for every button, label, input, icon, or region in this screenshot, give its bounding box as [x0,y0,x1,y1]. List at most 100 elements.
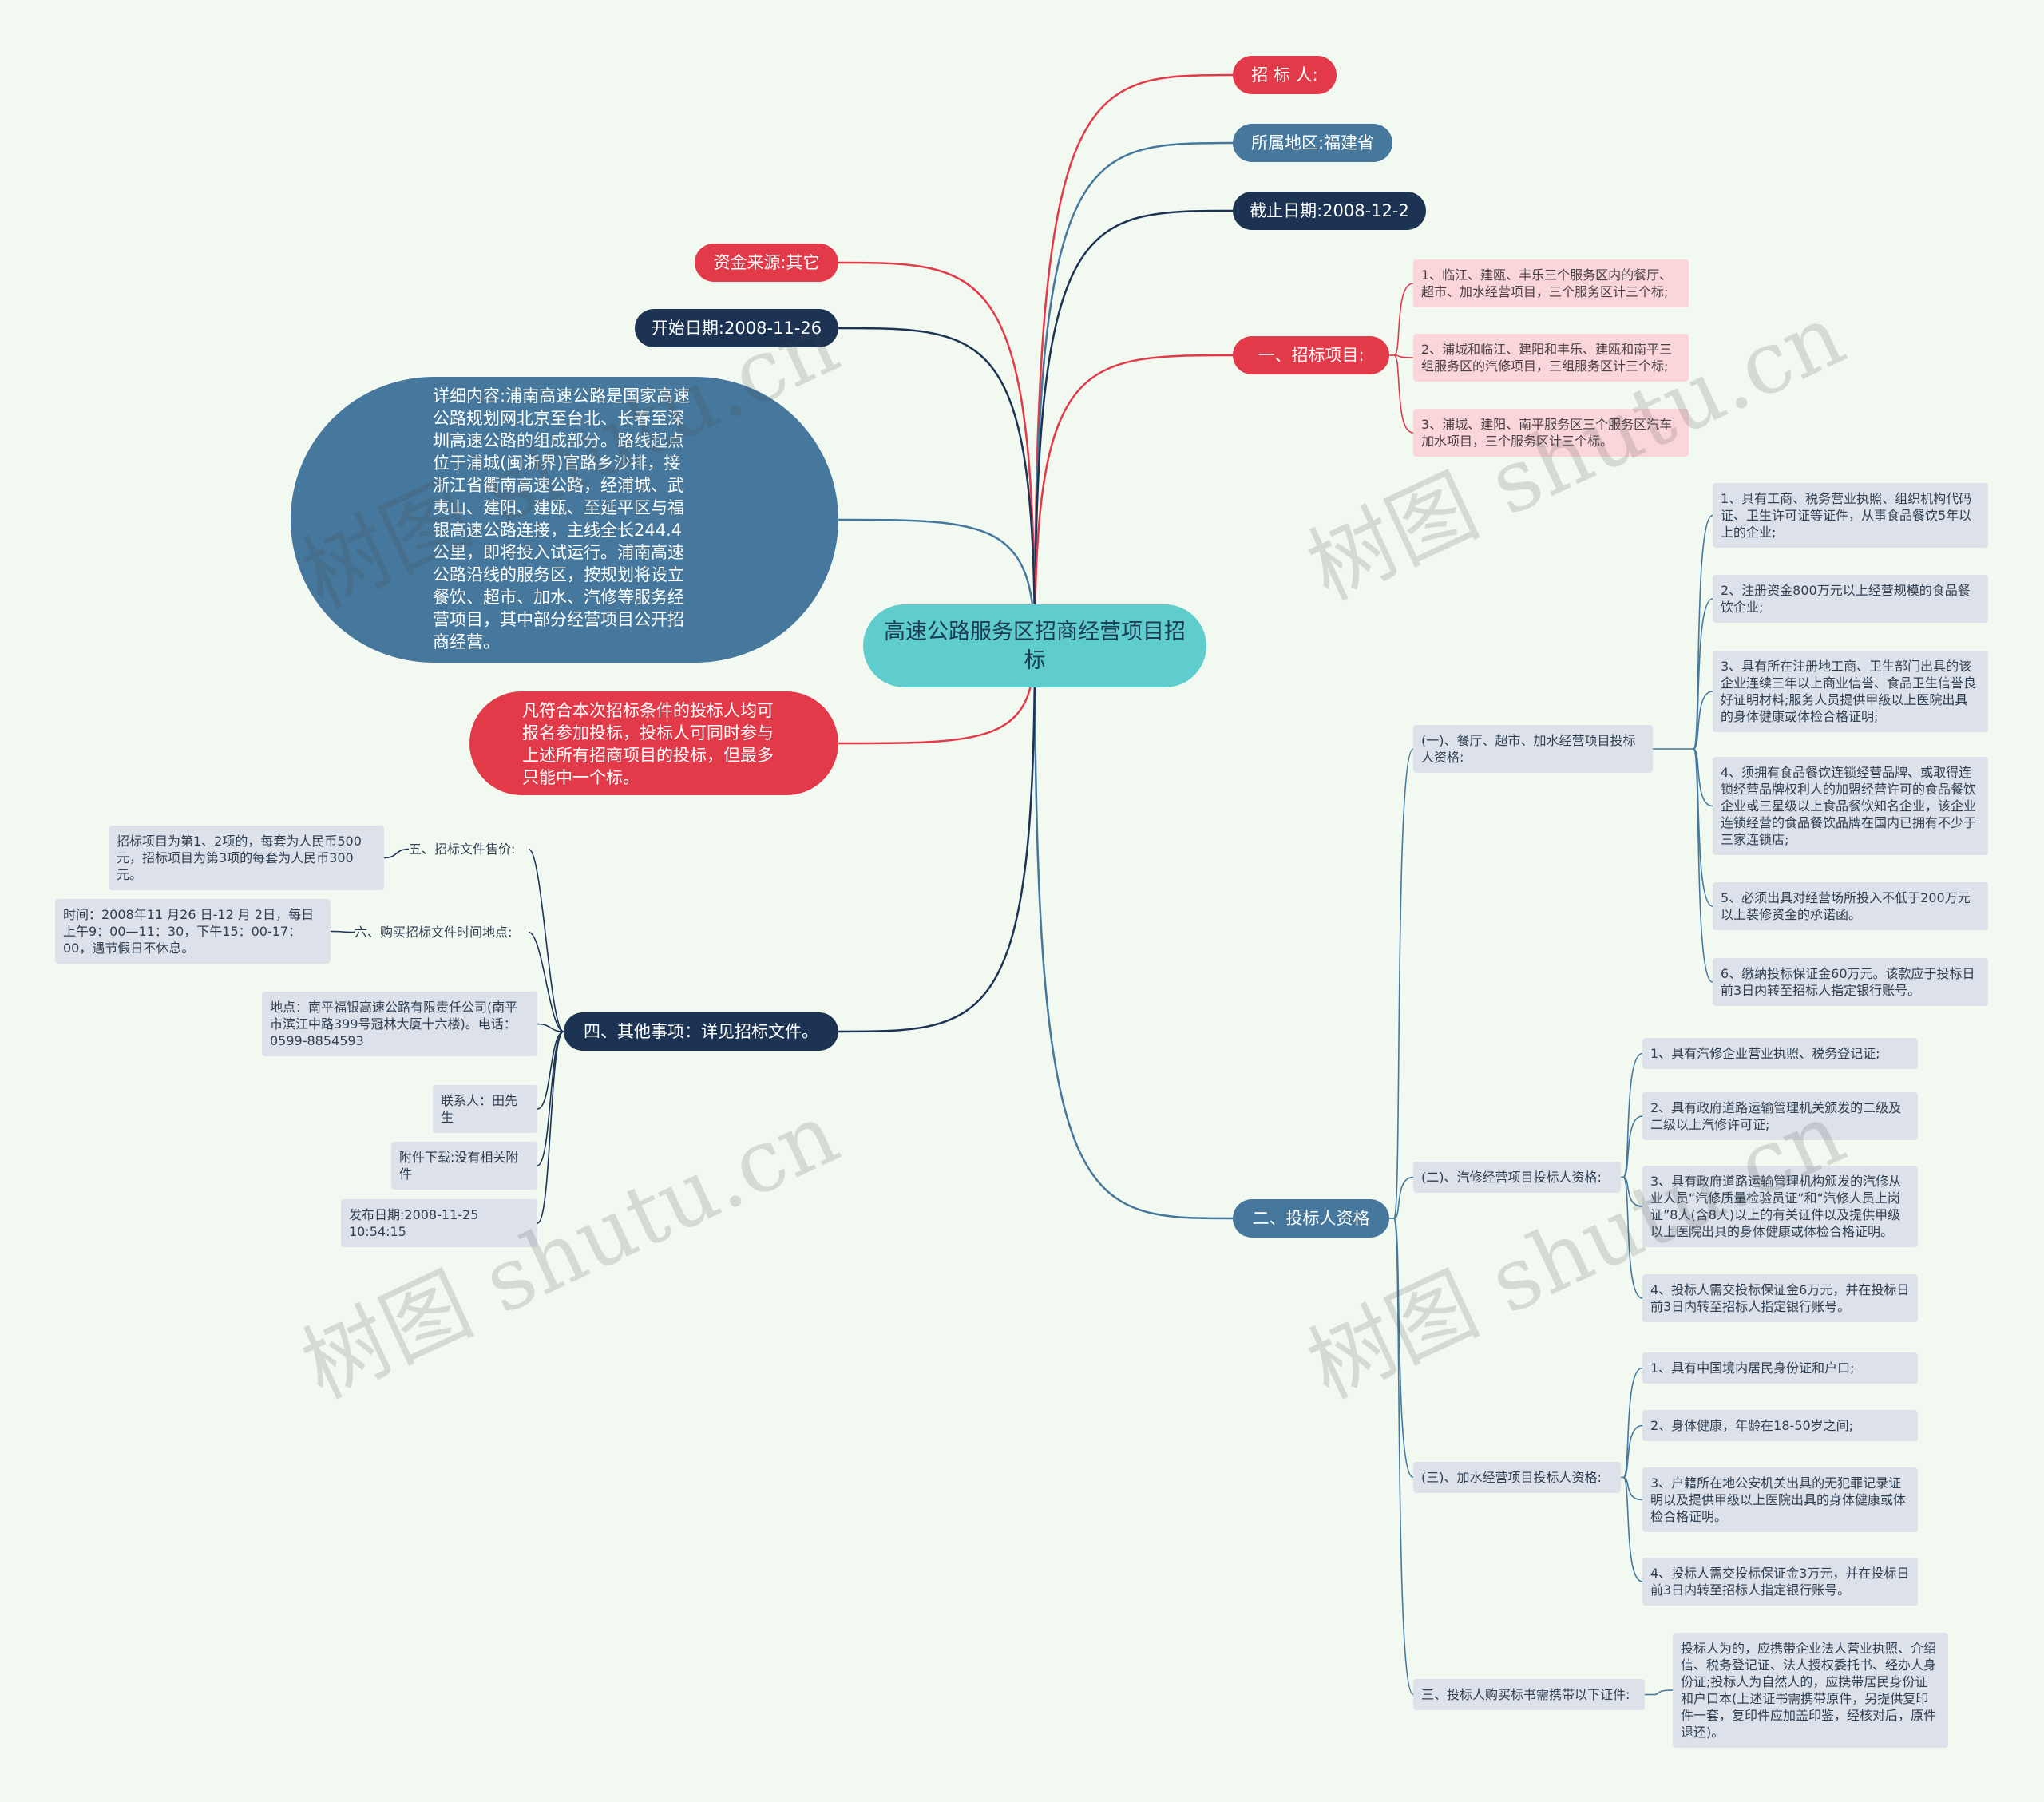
bracket-connector [330,930,355,933]
bracket-connector [1622,1176,1643,1207]
purchase-time-text: 六、购买招标文件时间地点: [355,925,513,940]
group-label: (三)、加水经营项目投标人资格: [1421,1470,1602,1485]
qualification-item[interactable]: 2、注册资金800万元以上经营规模的食品餐饮企业; [1713,575,1988,623]
notice-bubble[interactable]: 凡符合本次招标条件的投标人均可 报名参加投标，投标人可同时参与 上述所有招商项目… [469,691,838,795]
branch-connector [838,518,1036,647]
project-item[interactable]: 1、临江、建瓯、丰乐三个服务区内的餐厅、超市、加水经营项目，三个服务区计三个标; [1413,259,1689,307]
bracket-connector [1693,748,1713,983]
region-pill[interactable]: 所属地区:福建省 [1233,124,1392,162]
address-text: 地点：南平福银高速公路有限责任公司(南平市滨江中路399号冠林大厦十六楼)。电话… [270,1000,518,1048]
item-text: 4、投标人需交投标保证金6万元，并在投标日前3日内转至招标人指定银行账号。 [1650,1282,1910,1314]
group-label: (一)、餐厅、超市、加水经营项目投标人资格: [1421,733,1636,765]
bracket-connector [1693,691,1713,750]
qualification-item[interactable]: 3、具有政府道路运输管理机构颁发的汽修从业人员“汽修质量检验员证”和“汽修人员上… [1642,1166,1918,1247]
qualification-item[interactable]: 2、身体健康，年龄在18-50岁之间; [1642,1410,1918,1441]
project-label: 一、招标项目: [1258,346,1365,365]
detail-line: 圳高速公路的组成部分。路线起点 [433,431,684,450]
doc-price-label[interactable]: 五、招标文件售价: [409,841,529,857]
project-item[interactable]: 3、浦城、建阳、南平服务区三个服务区汽车加水项目，三个服务区计三个标。 [1413,409,1689,457]
item-text: 投标人为的，应携带企业法人营业执照、介绍信、税务登记证、法人授权委托书、经办人身… [1681,1641,1937,1740]
attachment-info[interactable]: 附件下载:没有相关附件 [391,1142,537,1190]
purchase-time-detail[interactable]: 时间：2008年11 月26 日-12 月 2日，每日上午9：00—11：30，… [55,899,331,964]
qualification-label: 二、投标人资格 [1252,1209,1370,1228]
project-pill[interactable]: 一、招标项目: [1233,336,1389,374]
bracket-connector [1622,1176,1643,1299]
bracket-connector [1393,354,1414,358]
attachment-text: 附件下载:没有相关附件 [399,1150,519,1182]
purchase-time-label[interactable]: 六、购买招标文件时间地点: [355,924,529,941]
detail-line: 银高速公路连接，主线全长244.4 [433,521,683,540]
branch-connector [1033,73,1234,647]
qualification-group[interactable]: (三)、加水经营项目投标人资格: [1413,1462,1621,1493]
bracket-connector [383,848,410,859]
qualification-item[interactable]: 1、具有汽修企业营业执照、税务登记证; [1642,1038,1918,1069]
qualification-group[interactable]: (二)、汽修经营项目投标人资格: [1413,1162,1621,1193]
bracket-connector [1393,1218,1414,1696]
fund-source-pill[interactable]: 资金来源:其它 [695,244,838,282]
qualification-group[interactable]: 三、投标人购买标书需携带以下证件: [1413,1679,1645,1710]
qualification-item[interactable]: 1、具有工商、税务营业执照、组织机构代码证、卫生许可证等证件，从事食品餐饮5年以… [1713,483,1988,548]
bracket-connector [1622,1367,1643,1479]
region-label: 所属地区:福建省 [1250,133,1375,152]
qualification-item[interactable]: 投标人为的，应携带企业法人营业执照、介绍信、税务登记证、法人授权委托书、经办人身… [1673,1633,1948,1748]
bracket-connector [1393,1176,1414,1219]
qualification-item[interactable]: 2、具有政府道路运输管理机关颁发的二级及二级以上汽修许可证; [1642,1092,1918,1140]
bidder-pill[interactable]: 招 标 人: [1233,56,1337,94]
bracket-connector [537,1031,564,1224]
bracket-connector [1393,748,1414,1219]
start-date-label: 开始日期:2008-11-26 [651,319,822,338]
qualification-item[interactable]: 6、缴纳投标保证金60万元。该款应于投标日前3日内转至招标人指定银行账号。 [1713,958,1988,1006]
bracket-connector [537,1031,564,1166]
qualification-item[interactable]: 4、投标人需交投标保证金6万元，并在投标日前3日内转至招标人指定银行账号。 [1642,1274,1918,1322]
item-text: 4、投标人需交投标保证金3万元，并在投标日前3日内转至招标人指定银行账号。 [1650,1566,1910,1598]
branch-connector [838,327,1036,647]
branch-connector [1033,645,1234,1220]
branch-connector [1033,354,1234,647]
notice-line: 报名参加投标，投标人可同时参与 [522,723,774,743]
other-matters-pill[interactable]: 四、其他事项：详见招标文件。 [564,1012,838,1051]
purchase-time-detail-text: 时间：2008年11 月26 日-12 月 2日，每日上午9：00—11：30，… [63,907,315,956]
branch-connector [838,261,1036,647]
deadline-label: 截止日期:2008-12-2 [1250,201,1409,220]
qualification-item[interactable]: 1、具有中国境内居民身份证和户口; [1642,1352,1918,1384]
publish-date-text: 发布日期:2008-11-25 10:54:15 [349,1207,479,1239]
qualification-item[interactable]: 4、投标人需交投标保证金3万元，并在投标日前3日内转至招标人指定银行账号。 [1642,1558,1918,1606]
address-info[interactable]: 地点：南平福银高速公路有限责任公司(南平市滨江中路399号冠林大厦十六楼)。电话… [262,992,537,1056]
qualification-item[interactable]: 3、户籍所在地公安机关出具的无犯罪记录证明以及提供甲级以上医院出具的身体健康或体… [1642,1467,1918,1532]
publish-date-info[interactable]: 发布日期:2008-11-25 10:54:15 [341,1199,537,1247]
item-text: 5、必须出具对经营场所投入不低于200万元以上装修资金的承诺函。 [1721,890,1971,922]
qualification-item[interactable]: 3、具有所在注册地工商、卫生部门出具的该企业连续三年以上商业信誉、食品卫生信誉良… [1713,651,1988,732]
bracket-connector [1622,1424,1643,1479]
detail-line: 夷山、建阳、建瓯、至延平区与福 [433,498,684,517]
item-text: 6、缴纳投标保证金60万元。该款应于投标日前3日内转至招标人指定银行账号。 [1721,966,1975,998]
group-label: (二)、汽修经营项目投标人资格: [1421,1170,1602,1185]
item-text: 1、具有工商、税务营业执照、组织机构代码证、卫生许可证等证件，从事食品餐饮5年以… [1721,491,1972,540]
bracket-connector [1622,1115,1643,1178]
bracket-connector [1693,748,1713,807]
qualification-item[interactable]: 4、须拥有食品餐饮连锁经营品牌、或取得连锁经营品牌权利人的加盟经营许可的食品餐饮… [1713,757,1988,855]
root-title: 高速公路服务区招商经营项目招标 [884,620,1186,673]
detail-line: 餐饮、超市、加水、汽修等服务经 [433,588,684,607]
doc-price-detail[interactable]: 招标项目为第1、2项的，每套为人民币500元，招标项目为第3项的每套为人民币30… [109,826,384,890]
doc-price-detail-text: 招标项目为第1、2项的，每套为人民币500元，招标项目为第3项的每套为人民币30… [117,834,362,882]
qualification-item[interactable]: 5、必须出具对经营场所投入不低于200万元以上装修资金的承诺函。 [1713,882,1988,930]
project-item[interactable]: 2、浦城和临江、建阳和丰乐、建瓯和南平三组服务区的汽修项目，三组服务区计三个标; [1413,334,1689,382]
detail-line: 公路沿线的服务区，按规划将设立 [433,565,684,584]
detail-line: 浙江省衢南高速公路，经浦城、武 [433,476,684,495]
bracket-connector [1693,598,1713,750]
detail-line: 商经营。 [433,632,500,651]
bracket-connector [1393,354,1414,434]
project-item-text: 2、浦城和临江、建阳和丰乐、建瓯和南平三组服务区的汽修项目，三组服务区计三个标; [1421,342,1673,374]
deadline-pill[interactable]: 截止日期:2008-12-2 [1233,192,1426,230]
detail-line: 公路规划网北京至台北、长春至深 [433,409,684,428]
qualification-pill[interactable]: 二、投标人资格 [1233,1199,1389,1238]
detail-bubble[interactable]: 详细内容:浦南高速公路是国家高速 公路规划网北京至台北、长春至深 圳高速公路的组… [291,377,838,663]
item-text: 1、具有汽修企业营业执照、税务登记证; [1650,1046,1880,1061]
qualification-group[interactable]: (一)、餐厅、超市、加水经营项目投标人资格: [1413,725,1653,773]
start-date-pill[interactable]: 开始日期:2008-11-26 [635,309,838,347]
group-label: 三、投标人购买标书需携带以下证件: [1421,1687,1630,1702]
bracket-connector [528,931,564,1032]
root-topic[interactable]: 高速公路服务区招商经营项目招标 [863,604,1206,687]
contact-info[interactable]: 联系人：田先生 [433,1085,537,1133]
